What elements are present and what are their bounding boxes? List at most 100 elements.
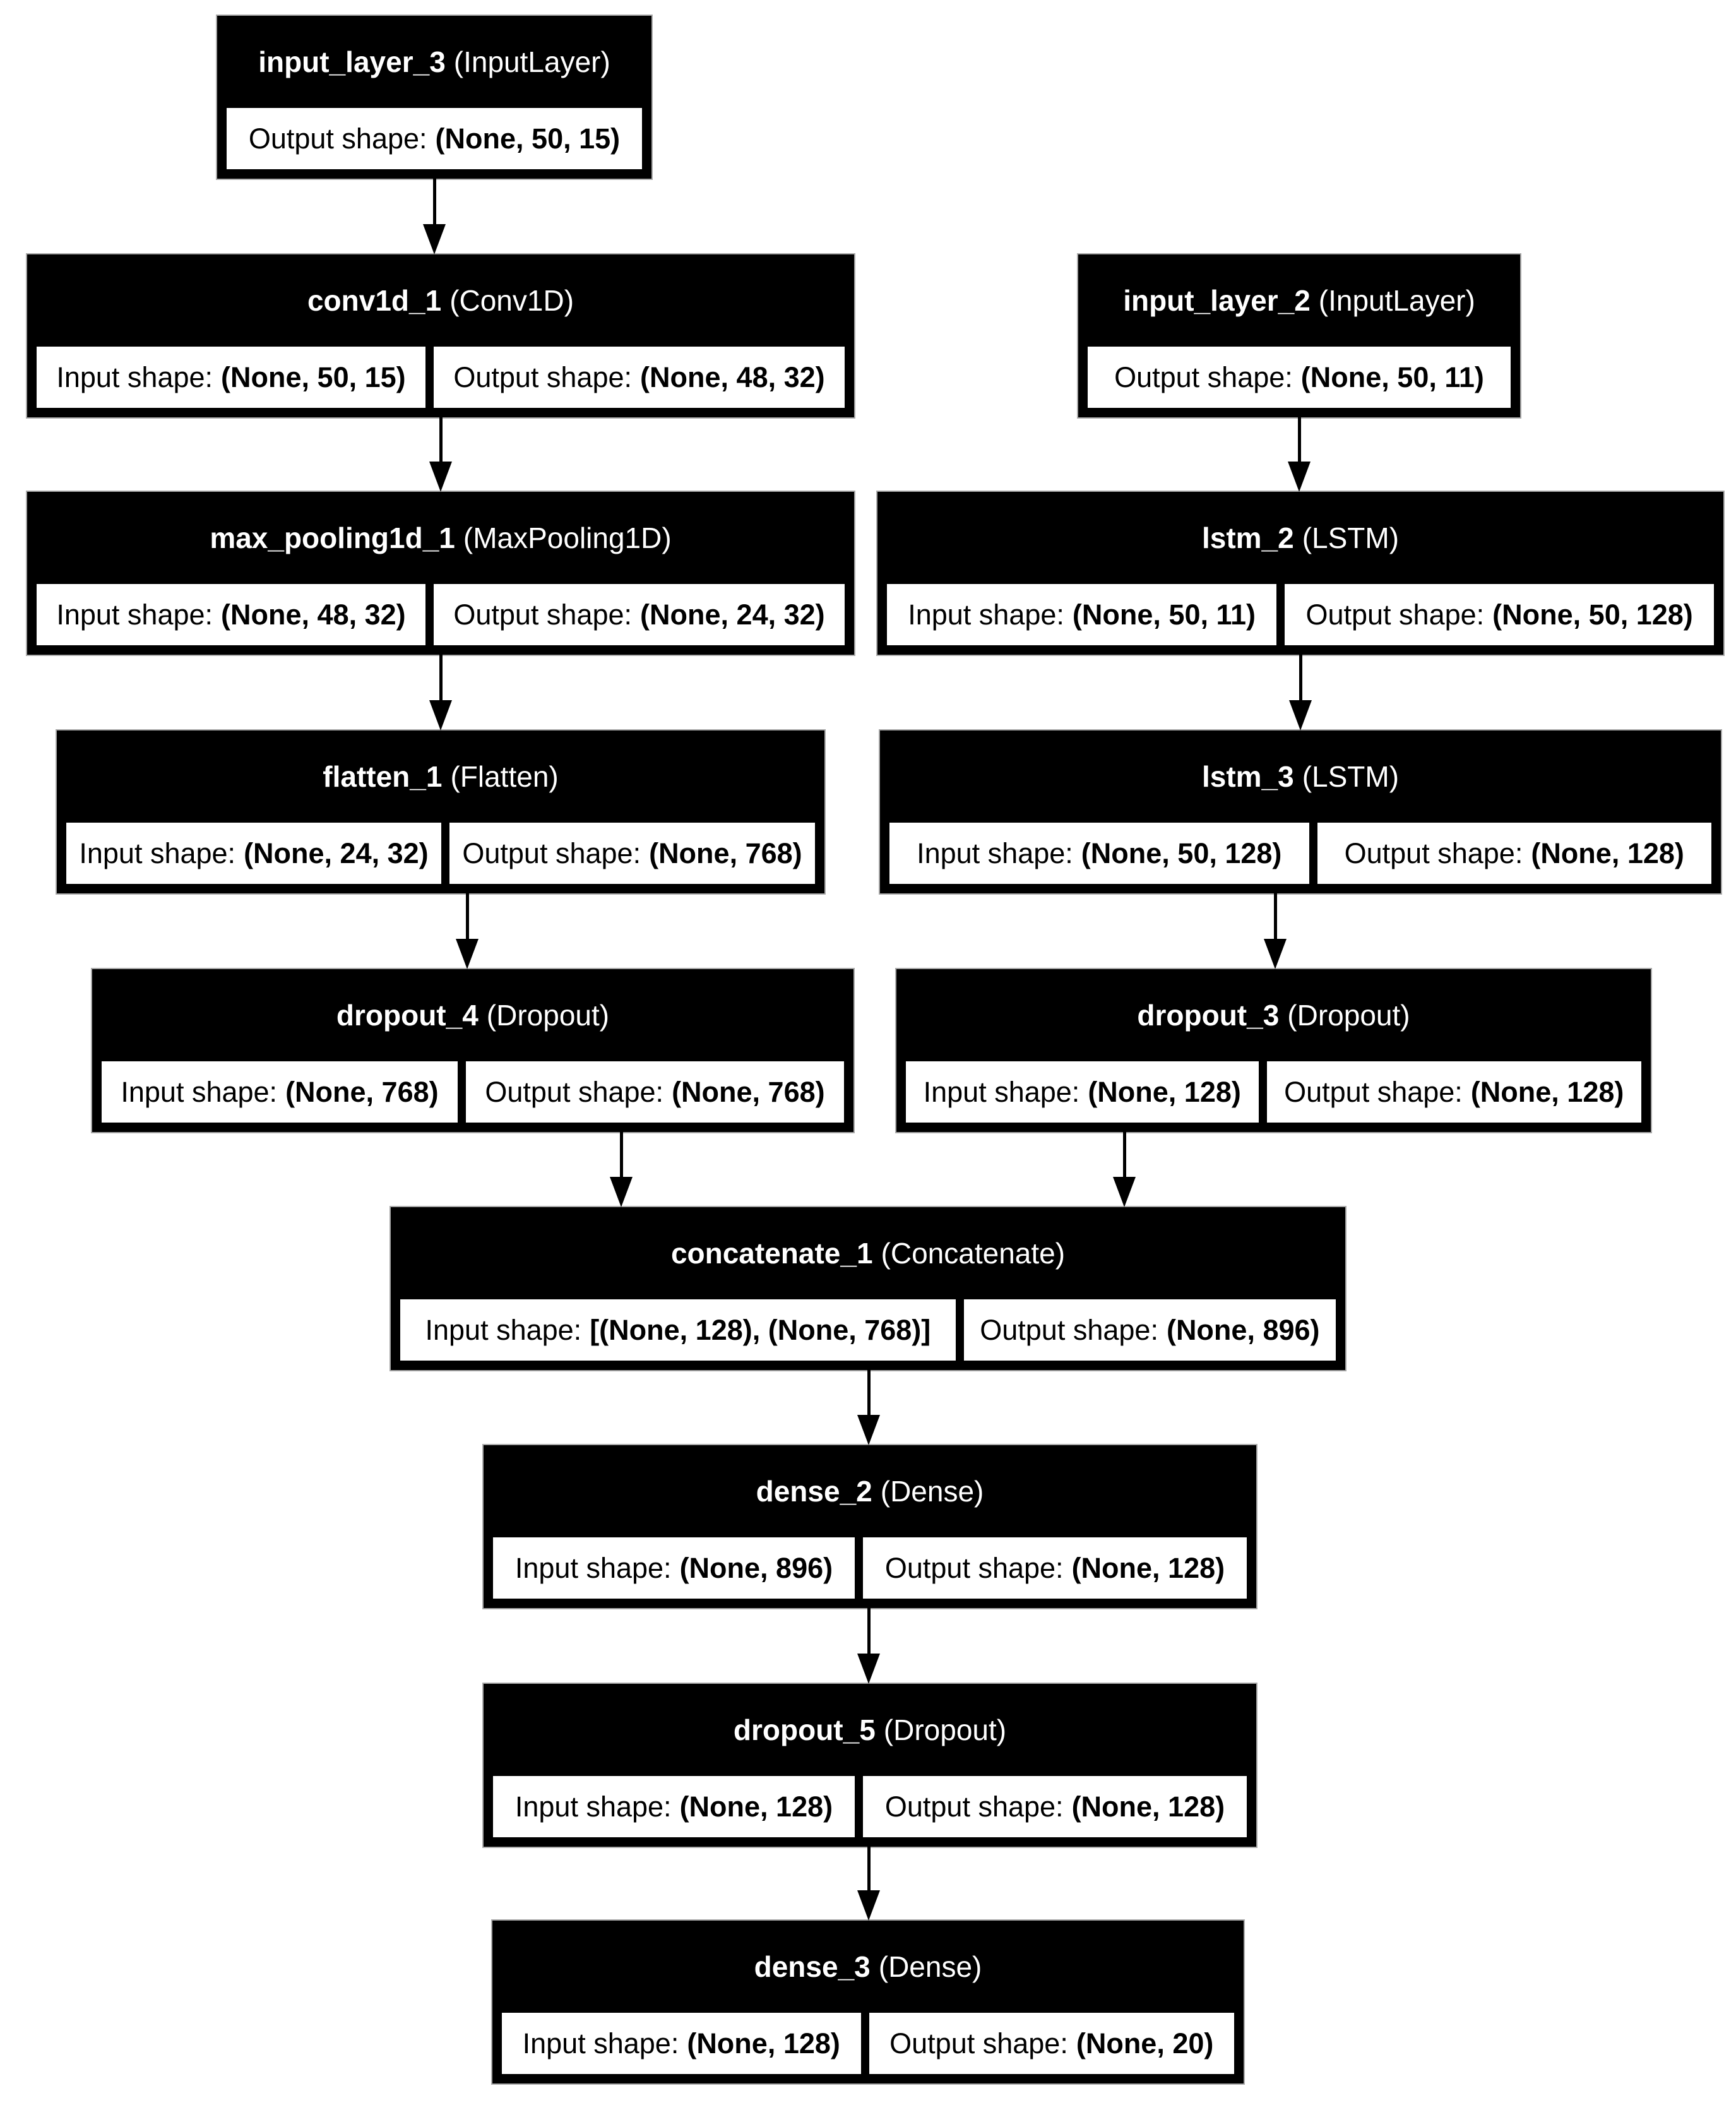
arrowhead-icon bbox=[857, 1654, 880, 1684]
output-shape-cell: Output shape: (None, 128) bbox=[861, 1774, 1249, 1839]
output-shape-cell: Output shape: (None, 128) bbox=[1315, 821, 1713, 886]
input-shape-label: Input shape: bbox=[908, 598, 1064, 631]
node-lstm_2: lstm_2 (LSTM) Input shape: (None, 50, 11… bbox=[876, 491, 1725, 656]
input-shape-label: Input shape: bbox=[923, 1075, 1080, 1108]
input-shape-value: (None, 50, 11) bbox=[1072, 598, 1256, 631]
edge-flatten_1-dropout_4 bbox=[456, 893, 479, 969]
edge-line bbox=[439, 655, 443, 703]
output-shape-value: (None, 896) bbox=[1166, 1313, 1320, 1346]
node-input_layer_2: input_layer_2 (InputLayer) Output shape:… bbox=[1077, 253, 1521, 419]
output-shape-cell: Output shape: (None, 20) bbox=[867, 2011, 1236, 2076]
arrowhead-icon bbox=[429, 462, 452, 492]
input-shape-value: (None, 768) bbox=[285, 1075, 439, 1108]
input-shape-cell: Input shape: (None, 768) bbox=[100, 1059, 460, 1124]
output-shape-value: (None, 48, 32) bbox=[640, 361, 825, 393]
output-shape-cell: Output shape: (None, 128) bbox=[1264, 1059, 1643, 1124]
node-dropout_3: dropout_3 (Dropout) Input shape: (None, … bbox=[895, 968, 1652, 1133]
edge-concatenate_1-dense_2 bbox=[857, 1370, 880, 1445]
output-shape-cell: Output shape: (None, 48, 32) bbox=[432, 345, 847, 410]
output-shape-cell: Output shape: (None, 768) bbox=[464, 1059, 846, 1124]
input-shape-cell: Input shape: (None, 128) bbox=[491, 1774, 857, 1839]
output-shape-label: Output shape: bbox=[884, 1790, 1064, 1823]
layer-title: input_layer_3 (InputLayer) bbox=[219, 18, 650, 106]
edge-input_layer_2-lstm_2 bbox=[1288, 417, 1311, 492]
arrowhead-icon bbox=[1289, 700, 1312, 730]
layer-name: dropout_4 bbox=[336, 999, 479, 1032]
edge-line bbox=[432, 179, 436, 227]
output-shape-label: Output shape: bbox=[453, 598, 633, 631]
layer-name: dense_2 bbox=[756, 1475, 872, 1508]
arrowhead-icon bbox=[1288, 462, 1311, 492]
layer-title: lstm_2 (LSTM) bbox=[879, 494, 1721, 582]
layer-name: lstm_3 bbox=[1201, 760, 1294, 793]
layer-title: dense_2 (Dense) bbox=[485, 1447, 1254, 1535]
layer-class: (Dropout) bbox=[883, 1714, 1007, 1746]
layer-class: (Dense) bbox=[878, 1950, 982, 1983]
layer-title: flatten_1 (Flatten) bbox=[59, 732, 823, 821]
output-shape-value: (None, 24, 32) bbox=[640, 598, 825, 631]
layer-class: (Dropout) bbox=[1287, 999, 1410, 1032]
layer-name: conv1d_1 bbox=[307, 284, 442, 317]
output-shape-cell: Output shape: (None, 768) bbox=[448, 821, 817, 886]
input-shape-value: (None, 50, 128) bbox=[1081, 837, 1282, 869]
arrowhead-icon bbox=[857, 1415, 880, 1445]
input-shape-cell: Input shape: (None, 50, 11) bbox=[885, 582, 1279, 647]
output-shape-cell: Output shape: (None, 896) bbox=[961, 1297, 1338, 1362]
layer-title: lstm_3 (LSTM) bbox=[882, 732, 1719, 821]
input-shape-cell: Input shape: (None, 50, 128) bbox=[888, 821, 1311, 886]
output-shape-value: (None, 128) bbox=[1470, 1075, 1624, 1108]
output-shape-value: (None, 50, 15) bbox=[435, 122, 621, 155]
layer-name: input_layer_2 bbox=[1123, 284, 1311, 317]
node-dropout_4: dropout_4 (Dropout) Input shape: (None, … bbox=[91, 968, 855, 1133]
arrowhead-icon bbox=[456, 939, 479, 969]
layer-title: input_layer_2 (InputLayer) bbox=[1080, 256, 1518, 345]
layer-name: lstm_2 bbox=[1201, 522, 1294, 554]
edge-line bbox=[465, 893, 469, 941]
output-shape-cell: Output shape: (None, 50, 11) bbox=[1086, 345, 1513, 410]
input-shape-cell: Input shape: (None, 24, 32) bbox=[64, 821, 444, 886]
edge-line bbox=[1122, 1132, 1126, 1179]
node-flatten_1: flatten_1 (Flatten) Input shape: (None, … bbox=[56, 729, 826, 895]
edge-line bbox=[619, 1132, 623, 1179]
input-shape-value: (None, 48, 32) bbox=[221, 598, 406, 631]
layer-title: concatenate_1 (Concatenate) bbox=[393, 1209, 1343, 1297]
layer-class: (InputLayer) bbox=[1318, 284, 1475, 317]
edge-line bbox=[867, 1370, 871, 1417]
layer-name: dropout_3 bbox=[1137, 999, 1280, 1032]
arrowhead-icon bbox=[429, 700, 452, 730]
edge-max_pooling1d_1-flatten_1 bbox=[429, 655, 452, 730]
node-concatenate_1: concatenate_1 (Concatenate) Input shape:… bbox=[389, 1206, 1347, 1371]
output-shape-label: Output shape: bbox=[485, 1075, 664, 1108]
node-dense_2: dense_2 (Dense) Input shape: (None, 896)… bbox=[482, 1444, 1257, 1609]
input-shape-value: (None, 128) bbox=[1088, 1075, 1241, 1108]
layer-class: (LSTM) bbox=[1302, 522, 1400, 554]
edge-conv1d_1-max_pooling1d_1 bbox=[429, 417, 452, 492]
node-dense_3: dense_3 (Dense) Input shape: (None, 128)… bbox=[491, 1919, 1245, 2085]
input-shape-label: Input shape: bbox=[514, 1551, 672, 1584]
input-shape-value: (None, 24, 32) bbox=[244, 837, 429, 869]
input-shape-cell: Input shape: [(None, 128), (None, 768)] bbox=[398, 1297, 958, 1362]
input-shape-label: Input shape: bbox=[917, 837, 1073, 869]
layer-class: (LSTM) bbox=[1302, 760, 1400, 793]
output-shape-value: (None, 128) bbox=[1071, 1551, 1225, 1584]
output-shape-value: (None, 768) bbox=[672, 1075, 825, 1108]
output-shape-label: Output shape: bbox=[980, 1313, 1158, 1346]
output-shape-cell: Output shape: (None, 50, 128) bbox=[1283, 582, 1716, 647]
input-shape-value: (None, 896) bbox=[679, 1551, 833, 1584]
node-max_pooling1d_1: max_pooling1d_1 (MaxPooling1D) Input sha… bbox=[26, 491, 855, 656]
edge-lstm_3-dropout_3 bbox=[1264, 893, 1287, 969]
node-lstm_3: lstm_3 (LSTM) Input shape: (None, 50, 12… bbox=[879, 729, 1722, 895]
input-shape-cell: Input shape: (None, 896) bbox=[491, 1535, 857, 1600]
layer-title: dense_3 (Dense) bbox=[494, 1922, 1242, 2011]
input-shape-label: Input shape: bbox=[56, 598, 213, 631]
output-shape-label: Output shape: bbox=[248, 122, 427, 155]
output-shape-value: (None, 128) bbox=[1071, 1790, 1225, 1823]
input-shape-cell: Input shape: (None, 48, 32) bbox=[35, 582, 427, 647]
output-shape-label: Output shape: bbox=[453, 361, 633, 393]
input-shape-cell: Input shape: (None, 128) bbox=[500, 2011, 863, 2076]
node-conv1d_1: conv1d_1 (Conv1D) Input shape: (None, 50… bbox=[26, 253, 855, 419]
output-shape-label: Output shape: bbox=[462, 837, 641, 869]
edge-line bbox=[1299, 655, 1302, 703]
layer-name: dense_3 bbox=[754, 1950, 871, 1983]
